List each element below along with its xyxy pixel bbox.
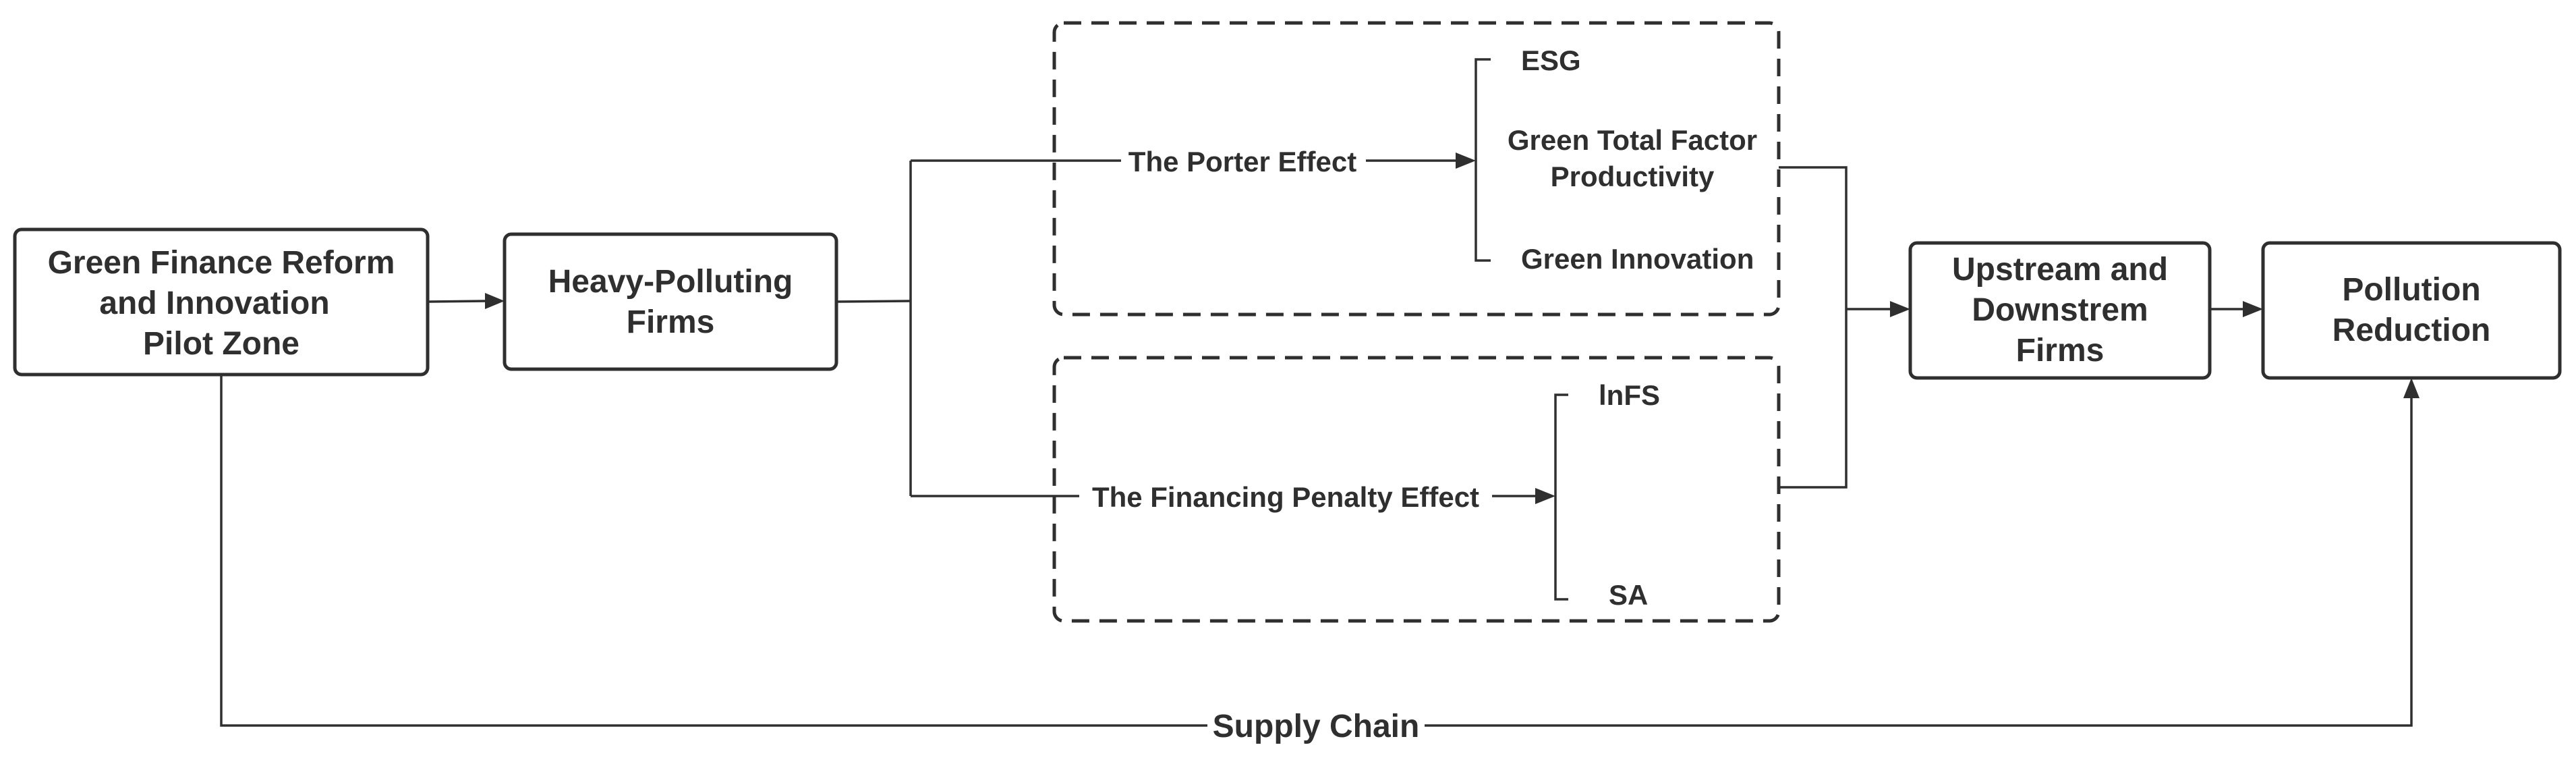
lnfs-label: lnFS: [1599, 379, 1660, 411]
upstream-to-reduction-arrowhead: [2243, 301, 2263, 317]
firms-out-connector: [836, 300, 911, 303]
upstream-downstream-line-2: Downstrem: [1972, 292, 2148, 328]
upstream-downstream-line-3: Firms: [2016, 333, 2105, 368]
green-innovation-label: Green Innovation: [1521, 243, 1754, 275]
upstream-downstream-line-1: Upstream and: [1952, 252, 2168, 288]
supply-chain-right-connector: [1425, 395, 2413, 727]
porter-arrowhead: [1456, 153, 1476, 169]
heavy-polluting-line-2: Firms: [627, 304, 715, 340]
porter-outcomes-bracket: [1475, 58, 1491, 262]
pilot-zone-line-1: Green Finance Reform: [48, 245, 395, 281]
porter-effect-label: The Porter Effect: [1128, 146, 1356, 177]
merge-bracket: [1779, 166, 1848, 489]
pilot-zone-line-2: and Innovation: [99, 285, 329, 321]
pilot-to-firms-arrowhead: [485, 293, 505, 309]
financing-arrowhead: [1535, 488, 1555, 504]
pollution-reduction-box: Pollution Reduction: [2261, 241, 2562, 380]
supply-chain-label: Supply Chain: [1213, 709, 1420, 744]
pilot-zone-line-3: Pilot Zone: [143, 326, 299, 362]
supply-chain-left-connector: [220, 375, 1207, 727]
heavy-polluting-box: Heavy-Polluting Firms: [503, 232, 838, 371]
financing-penalty-group: [1052, 356, 1781, 623]
pollution-reduction-line-2: Reduction: [2332, 312, 2491, 348]
supply-chain-arrowhead: [2403, 378, 2420, 398]
sa-label: SA: [1609, 579, 1648, 611]
esg-label: ESG: [1521, 45, 1581, 76]
pilot-zone-box: Green Finance Reform and Innovation Pilo…: [13, 227, 430, 377]
upstream-downstream-box: Upstream and Downstrem Firms: [1908, 241, 2212, 380]
gtfp-label-line-2: Productivity: [1551, 161, 1715, 192]
pilot-to-firms-connector: [427, 300, 488, 303]
heavy-polluting-line-1: Heavy-Polluting: [548, 264, 793, 300]
financing-penalty-label: The Financing Penalty Effect: [1092, 481, 1479, 513]
financing-outcomes-bracket: [1554, 393, 1568, 601]
pollution-reduction-line-1: Pollution: [2342, 272, 2480, 308]
merge-arrowhead: [1890, 301, 1910, 317]
porter-effect-group: [1052, 21, 1781, 317]
gtfp-label-line-1: Green Total Factor: [1508, 124, 1757, 156]
